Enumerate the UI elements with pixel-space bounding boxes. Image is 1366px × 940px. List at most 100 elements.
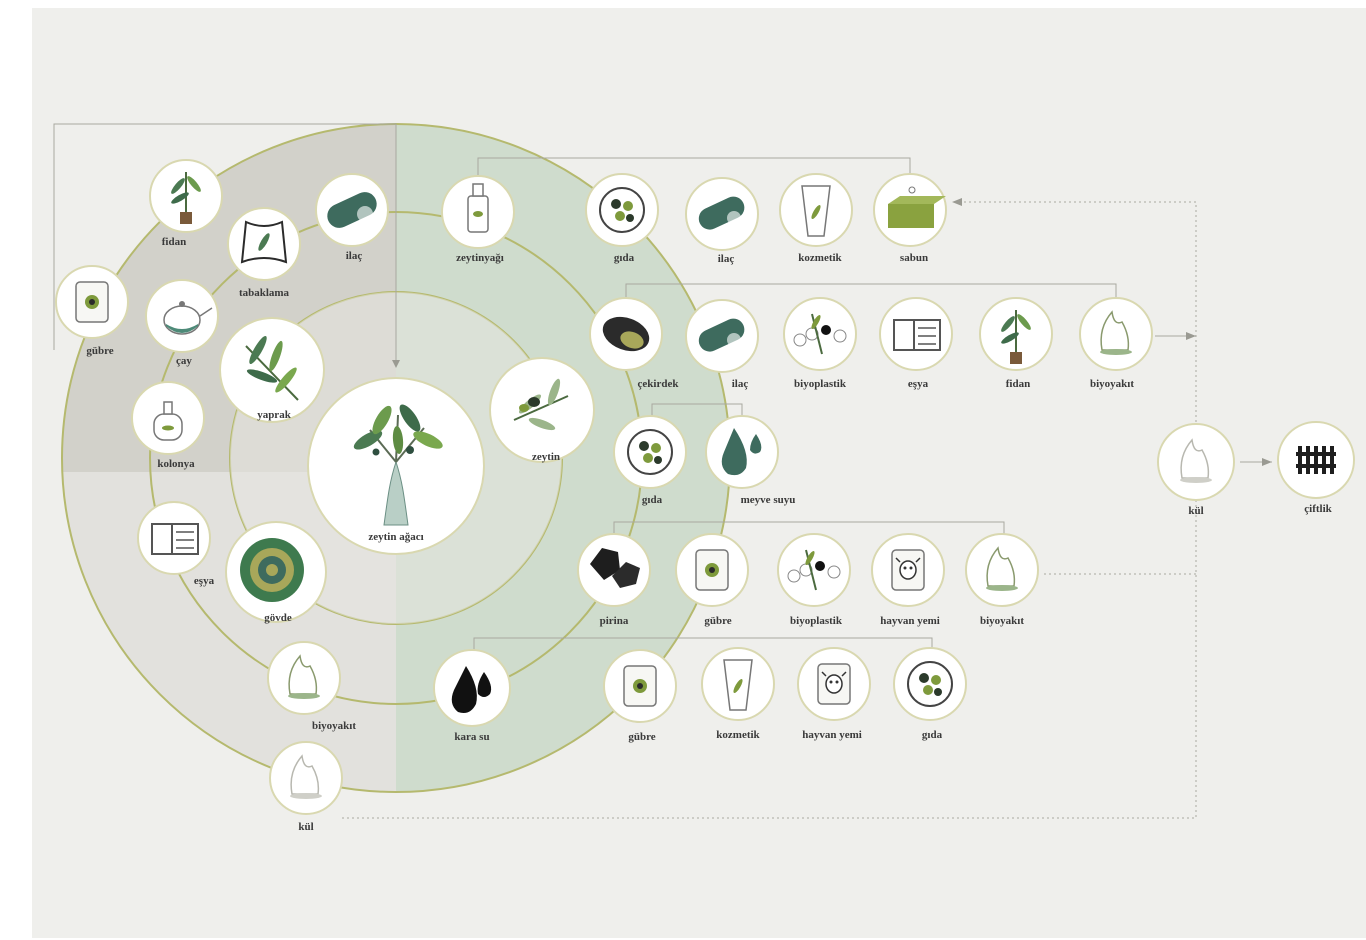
dashed-to-sabun <box>954 201 1197 428</box>
label-zeytin: zeytin <box>532 451 560 463</box>
node-ilac-inner[interactable]: ilaç <box>315 173 389 262</box>
oil-bottle-icon <box>467 183 489 233</box>
node-hayvan-yemi-row4[interactable]: hayvan yemi <box>871 533 945 627</box>
food-plate-icon <box>907 661 953 707</box>
molecule-icon <box>787 549 841 591</box>
flame-icon <box>986 546 1018 591</box>
label-kul-left: kül <box>298 821 313 833</box>
node-yaprak[interactable]: yaprak <box>219 317 325 423</box>
node-cekirdek[interactable]: çekirdek <box>589 297 679 390</box>
olive-tree-icon <box>353 404 443 526</box>
cabinet-icon <box>151 523 199 555</box>
dashed-connectors <box>342 201 1197 819</box>
label-zeytinyagi: zeytinyağı <box>456 252 504 264</box>
label-gubre-left: gübre <box>86 345 113 357</box>
animal-feed-icon <box>891 549 925 591</box>
label-tabaklama: tabaklama <box>239 287 290 299</box>
node-gida-row3[interactable]: gıda <box>613 415 687 506</box>
node-ciftlik[interactable]: çiftlik <box>1277 421 1355 515</box>
trunk-crosssection-icon <box>240 538 304 602</box>
fertilizer-bag-icon <box>623 665 657 707</box>
pill-icon <box>698 318 745 352</box>
node-gubre-left[interactable]: gübre <box>55 265 129 357</box>
node-biyoyakit-row4[interactable]: biyoyakıt <box>965 533 1039 627</box>
fertilizer-bag-icon <box>695 549 729 591</box>
node-fidan[interactable]: fidan <box>149 159 223 248</box>
flame-icon <box>1100 310 1132 355</box>
fence-icon <box>1296 446 1336 474</box>
connector-gida-row <box>651 403 743 420</box>
label-kozmetik-row1: kozmetik <box>798 252 842 264</box>
node-esya-row2[interactable]: eşya <box>879 297 953 390</box>
node-biyoyakit-left[interactable]: biyoyakıt <box>267 641 356 732</box>
label-hayvan-yemi-row5: hayvan yemi <box>802 729 862 741</box>
label-kara-su: kara su <box>454 731 489 743</box>
label-ciftlik: çiftlik <box>1304 503 1332 515</box>
node-sabun[interactable]: sabun <box>873 173 947 264</box>
drop-icon <box>451 666 492 713</box>
node-zeytin[interactable]: zeytin <box>489 357 595 463</box>
label-hayvan-yemi-row4: hayvan yemi <box>880 615 940 627</box>
node-zeytinyagi[interactable]: zeytinyağı <box>441 175 515 264</box>
connector-top-loop <box>53 123 397 360</box>
node-gida-row5[interactable]: gıda <box>893 647 967 741</box>
node-kul-right[interactable]: kül <box>1157 423 1235 517</box>
node-tabaklama[interactable]: tabaklama <box>227 207 301 299</box>
pomace-icon <box>590 548 640 588</box>
node-meyve-suyu[interactable]: meyve suyu <box>705 415 796 506</box>
arrow-to-center <box>392 360 400 368</box>
center-node[interactable]: zeytin ağacı <box>307 377 485 555</box>
label-kul-right: kül <box>1188 505 1203 517</box>
node-biyoplastik-row4[interactable]: biyoplastik <box>777 533 851 627</box>
node-biyoplastik-row2[interactable]: biyoplastik <box>783 297 857 390</box>
ash-flame-icon <box>1180 438 1212 483</box>
label-biyoplastik-row4: biyoplastik <box>790 615 843 627</box>
label-kozmetik-row5: kozmetik <box>716 729 760 741</box>
teapot-icon <box>163 301 213 335</box>
label-gubre-row4: gübre <box>704 615 731 627</box>
node-kozmetik-row1[interactable]: kozmetik <box>779 173 853 264</box>
pit-icon <box>602 316 650 352</box>
node-hayvan-yemi-row5[interactable]: hayvan yemi <box>797 647 871 741</box>
connector-cekirdek-row <box>625 283 1117 300</box>
node-gubre-row5[interactable]: gübre <box>603 649 677 743</box>
node-biyoyakit-row2[interactable]: biyoyakıt <box>1079 297 1153 390</box>
molecule-icon <box>793 313 847 355</box>
node-kolonya[interactable]: kolonya <box>131 381 205 470</box>
juice-drop-icon <box>721 428 762 476</box>
node-kul-left[interactable]: kül <box>269 741 343 833</box>
label-esya-left: eşya <box>194 575 215 587</box>
label-ilac-row2: ilaç <box>732 378 749 390</box>
flame-icon <box>288 654 320 699</box>
node-kozmetik-row5[interactable]: kozmetik <box>701 647 775 741</box>
node-pirina[interactable]: pirina <box>577 533 651 627</box>
label-biyoyakit-row4: biyoyakıt <box>980 615 1024 627</box>
sapling-icon <box>171 172 201 224</box>
node-govde[interactable]: gövde <box>225 521 327 624</box>
soap-icon <box>888 186 946 228</box>
label-fidan: fidan <box>162 236 186 248</box>
cabinet-icon <box>893 319 941 351</box>
node-ilac-row2[interactable]: ilaç <box>685 299 759 390</box>
label-esya-row2: eşya <box>908 378 929 390</box>
label-yaprak: yaprak <box>257 409 292 421</box>
leather-icon <box>240 220 288 264</box>
node-gubre-row4[interactable]: gübre <box>675 533 749 627</box>
food-plate-icon <box>627 429 673 475</box>
node-kara-su[interactable]: kara su <box>433 649 511 743</box>
label-gida-row5: gıda <box>922 729 943 741</box>
label-biyoplastik-row2: biyoplastik <box>794 378 847 390</box>
label-meyve-suyu: meyve suyu <box>741 494 796 506</box>
node-ilac-row1[interactable]: ilaç <box>685 177 759 265</box>
node-fidan-row2[interactable]: fidan <box>979 297 1053 390</box>
cosmetic-tube-icon <box>723 659 753 711</box>
pill-icon <box>698 196 745 230</box>
node-gida-row1[interactable]: gıda <box>585 173 659 264</box>
olive-branch-icon <box>513 378 569 431</box>
arrow-to-sabun <box>952 198 962 206</box>
fertilizer-bag-icon <box>75 281 109 323</box>
node-cay[interactable]: çay <box>145 279 219 367</box>
arrow-to-kul <box>1186 332 1196 340</box>
node-esya-left[interactable]: eşya <box>137 501 215 587</box>
